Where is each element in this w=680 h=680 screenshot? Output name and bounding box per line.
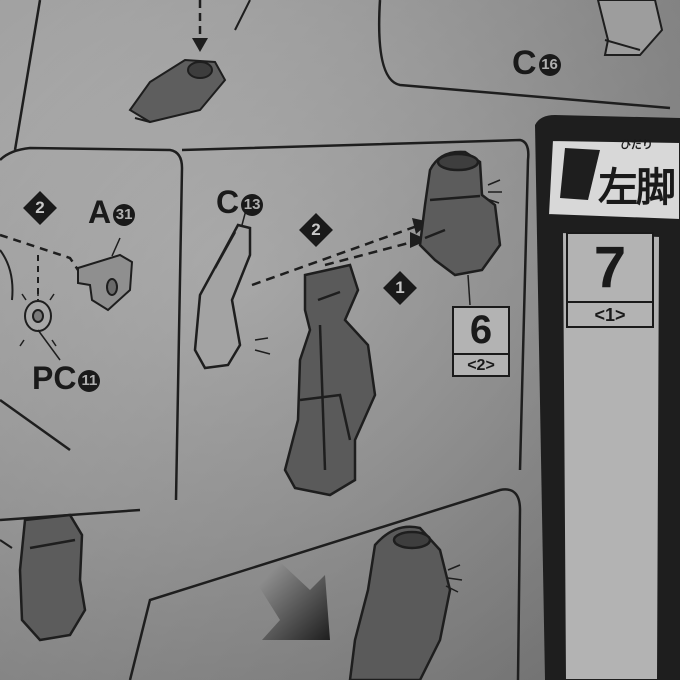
part-pc11-number: 11	[78, 369, 101, 392]
knee-click-marks	[486, 179, 502, 204]
step-diamond-left-label: 2	[35, 198, 45, 217]
step-diamond-upper: 2	[299, 213, 333, 247]
lower-right-part-shape	[348, 525, 452, 680]
part-a31-number: 31	[113, 203, 136, 226]
part-c16-letter: C	[512, 44, 537, 82]
count-box-large-sub: <1>	[568, 301, 652, 326]
knee-part-shape	[418, 150, 502, 277]
c13-click-marks	[254, 337, 271, 355]
part-c16-number: 16	[538, 54, 561, 77]
part-c13-number: 13	[241, 193, 264, 216]
leg-part-shape	[283, 263, 377, 497]
big-direction-arrow	[258, 562, 330, 640]
part-a31-letter: A	[88, 194, 112, 230]
top-guide-arrowhead	[192, 38, 208, 52]
count-box-large: 7 <1>	[566, 232, 654, 328]
lower-left-part-shape	[18, 513, 87, 642]
part-pc11-letter: PC	[32, 360, 77, 396]
step-diamond-upper-label: 2	[311, 220, 321, 239]
part-a31-shape	[77, 253, 134, 312]
count-box-small-number: 6	[469, 308, 493, 352]
step-diamond-lower-label: 1	[395, 278, 405, 297]
left-dashed-guide	[0, 233, 80, 271]
pc11-click-marks	[19, 290, 57, 347]
top-nozzle-part	[128, 58, 227, 124]
count-box-small: 6 <2>	[452, 306, 510, 377]
count-box-small-sub: <2>	[454, 353, 508, 375]
step-diamond-left: 2	[23, 191, 57, 225]
part-pc11-shape	[24, 300, 52, 332]
part-c13-shape	[193, 223, 252, 370]
header-tab-title: 左脚	[598, 166, 676, 210]
part-c13-letter: C	[216, 184, 240, 220]
dashed-guide-leg	[324, 238, 421, 267]
count-box-large-number: 7	[593, 235, 627, 300]
step-diamond-lower: 1	[383, 271, 417, 305]
part-c16-shape	[596, 0, 664, 56]
header-tab-ruby: ひだり	[620, 139, 653, 151]
